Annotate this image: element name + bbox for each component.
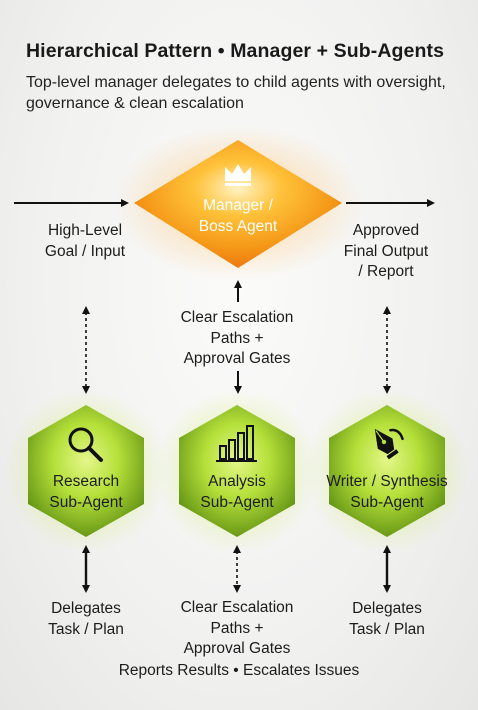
manager-label-line2: Boss Agent (198, 217, 278, 235)
bottom-left-line1: Delegates (51, 600, 121, 617)
writer-hexagon (305, 389, 469, 553)
crown-icon (225, 164, 251, 186)
page-subtitle: Top-level manager delegates to child age… (26, 74, 446, 112)
analysis-agent-line1: Analysis (208, 473, 266, 490)
bottom-left-label: Delegates Task / Plan (26, 599, 146, 640)
research-agent-line2: Sub-Agent (49, 493, 123, 511)
footer-label: Reports Results • Escalates Issues (118, 662, 360, 679)
escalation-label-top: Clear Escalation Paths + Approval Gates (157, 308, 317, 370)
research-hexagon (4, 389, 168, 553)
writer-agent-label: Writer / Synthesis Sub-Agent (306, 472, 468, 513)
pen-nib-icon (374, 428, 404, 460)
bottom-right-label: Delegates Task / Plan (327, 599, 447, 640)
research-agent-label: Research Sub-Agent (26, 472, 146, 513)
page-title: Hierarchical Pattern • Manager + Sub-Age… (26, 40, 445, 62)
escalation-top-line2: Paths + (210, 329, 264, 347)
bottom-left-line2: Task / Plan (48, 620, 124, 638)
bottom-right-line1: Delegates (352, 600, 422, 617)
analysis-hexagon (155, 389, 319, 553)
manager-label-line1: Manager / (203, 197, 273, 214)
writer-agent-line1: Writer / Synthesis (326, 473, 448, 490)
output-label-line3: / Report (358, 263, 414, 280)
bottom-center-line1: Clear Escalation (180, 599, 294, 616)
manager-label: Manager / Boss Agent (168, 196, 308, 237)
research-agent-line1: Research (52, 473, 120, 490)
output-label: Approved Final Output / Report (326, 221, 446, 283)
input-label-line2: Goal / Input (44, 242, 126, 260)
escalation-top-line3: Approval Gates (183, 350, 291, 367)
analysis-agent-line2: Sub-Agent (200, 493, 274, 511)
bottom-center-label: Clear Escalation Paths + Approval Gates (157, 598, 317, 660)
bottom-right-line2: Task / Plan (349, 620, 425, 638)
input-label-line1: High-Level (47, 222, 123, 239)
input-label: High-Level Goal / Input (20, 221, 150, 262)
manager-diamond (134, 140, 342, 268)
escalation-top-line1: Clear Escalation (180, 309, 294, 326)
output-label-line1: Approved (352, 222, 420, 239)
output-label-line2: Final Output (343, 242, 429, 260)
writer-agent-line2: Sub-Agent (350, 493, 424, 511)
bottom-center-line2: Paths + (210, 619, 264, 637)
bar-chart-icon (216, 425, 257, 462)
bottom-center-line3: Approval Gates (183, 640, 291, 657)
magnifier-icon (68, 427, 103, 462)
analysis-agent-label: Analysis Sub-Agent (177, 472, 297, 513)
